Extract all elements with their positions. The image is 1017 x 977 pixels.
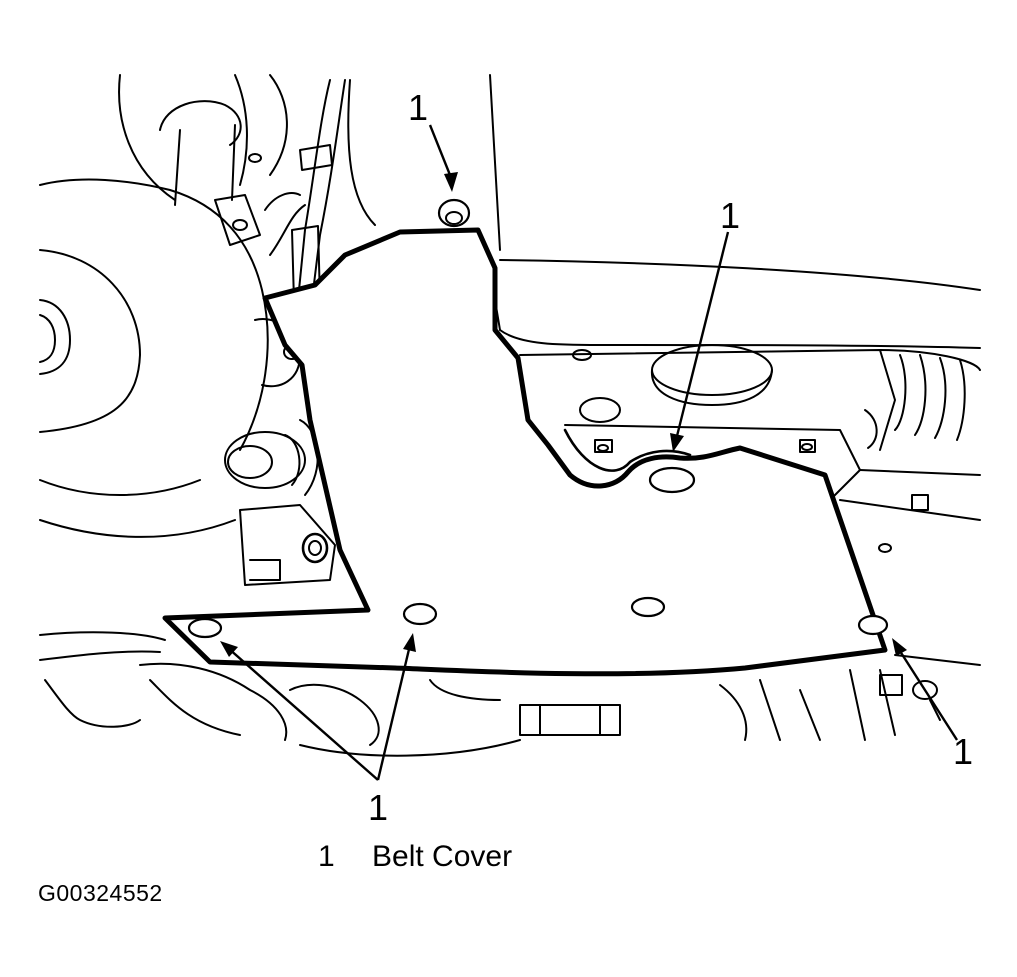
callout-labels: 1 1 1 1 bbox=[368, 87, 973, 828]
bolt-hole-center bbox=[630, 596, 666, 618]
legend-number: 1 bbox=[318, 840, 335, 873]
bolt-hole-bottom-right bbox=[857, 614, 889, 636]
bolt-hole-right-upper bbox=[648, 466, 696, 494]
bolt-hole-bottom-left-a bbox=[187, 617, 223, 639]
callout-bottom-right: 1 bbox=[953, 731, 973, 772]
callout-leaders bbox=[220, 124, 959, 781]
figure-id: G00324552 bbox=[38, 880, 163, 906]
bolt-hole-bottom-left-b bbox=[402, 602, 438, 626]
callout-top: 1 bbox=[408, 87, 428, 128]
legend-text: Belt Cover bbox=[372, 840, 513, 873]
callout-bottom-left: 1 bbox=[368, 787, 388, 828]
callout-right-upper: 1 bbox=[720, 195, 740, 236]
belt-cover bbox=[162, 198, 889, 677]
legend: 1 Belt Cover bbox=[318, 840, 512, 874]
